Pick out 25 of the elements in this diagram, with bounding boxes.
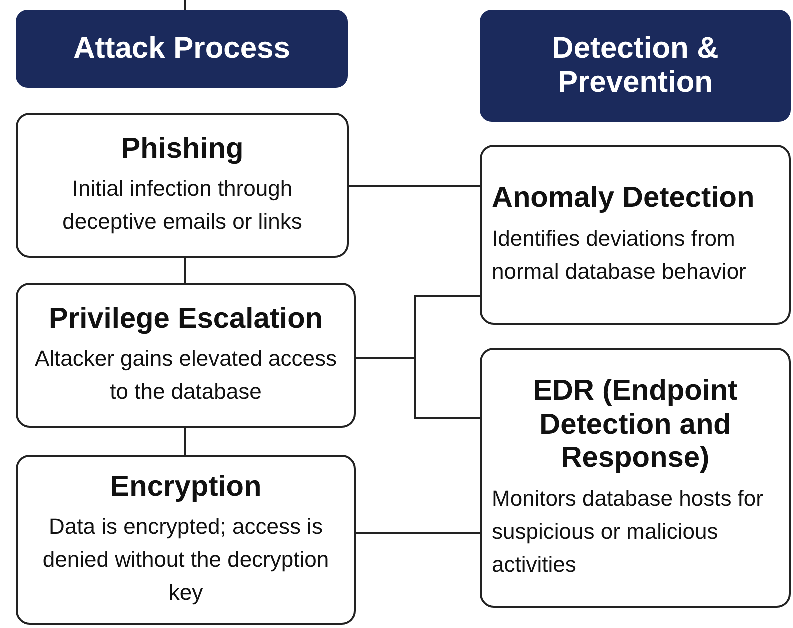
description: Initial infection through deceptive emails or links xyxy=(62,175,304,236)
heading: EDR (Endpoint Detection and Response) xyxy=(532,375,739,476)
heading: Detection & Prevention xyxy=(551,32,720,100)
connector-line xyxy=(356,357,480,419)
description: Data is encrypted; access is denied without the decryption key xyxy=(42,513,330,608)
heading: Phishing xyxy=(120,132,245,166)
description: Monitors database hosts for suspicious or malicious activities xyxy=(492,484,764,579)
heading: Attack Process xyxy=(74,32,290,66)
step-card xyxy=(16,455,356,625)
connector-line xyxy=(184,258,186,283)
step-card xyxy=(480,348,791,608)
heading: Encryption xyxy=(109,470,263,504)
connector-line xyxy=(356,532,480,534)
step-card xyxy=(16,113,349,258)
column-header xyxy=(16,10,348,88)
connector-line xyxy=(349,185,480,187)
connector-line xyxy=(184,428,186,455)
description: Altacker gains elevated access to the database xyxy=(34,345,338,406)
heading: Privilege Escalation xyxy=(48,302,324,336)
heading: Anomaly Detection xyxy=(492,182,756,216)
step-card xyxy=(16,283,356,428)
connector-line xyxy=(184,0,186,10)
step-card xyxy=(480,145,791,325)
column-header xyxy=(480,10,791,122)
description: Identifies deviations from normal database behavior xyxy=(492,224,748,286)
